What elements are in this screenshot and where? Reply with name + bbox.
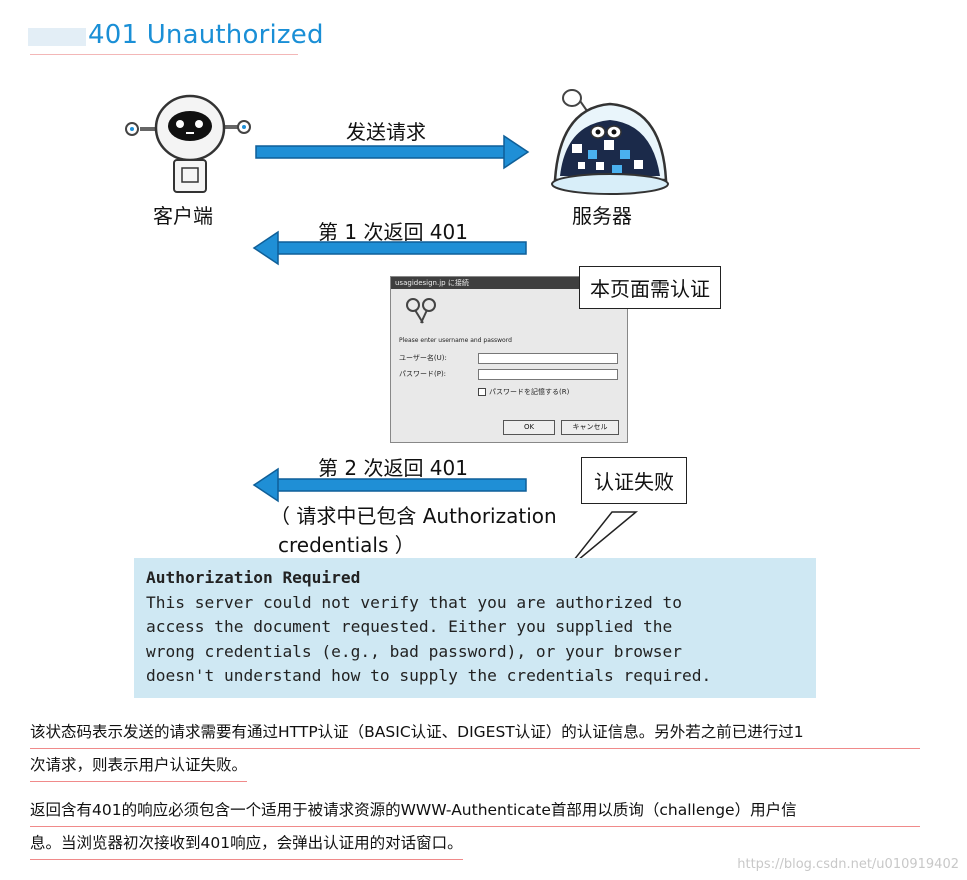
second-return-note-line2: credentials ） <box>278 533 415 557</box>
paragraph-2: 返回含有401的响应必须包含一个适用于被请求资源的WWW-Authenticat… <box>30 794 920 860</box>
keys-icon <box>406 298 436 324</box>
paragraph-1-line-1: 该状态码表示发送的请求需要有通过HTTP认证（BASIC认证、DIGEST认证）… <box>30 716 920 749</box>
remember-checkbox[interactable]: パスワードを記憶する(R) <box>478 387 569 397</box>
paragraph-2-line-1: 返回含有401的响应必须包含一个适用于被请求资源的WWW-Authenticat… <box>30 794 920 827</box>
dialog-titlebar: usagidesign.jp に接続 <box>391 277 627 289</box>
password-field[interactable] <box>478 369 618 380</box>
callout-auth-failed: 认证失败 <box>581 457 687 504</box>
send-request-arrow <box>255 134 530 170</box>
paragraph-1-line-2: 次请求，则表示用户认证失败。 <box>30 749 248 782</box>
response-line-2: access the document requested. Either yo… <box>146 617 673 636</box>
response-line-4: doesn't understand how to supply the cre… <box>146 666 712 685</box>
server-label: 服务器 <box>572 204 632 228</box>
callout-auth-required: 本页面需认证 <box>579 266 721 309</box>
diagram <box>125 89 669 560</box>
dialog-prompt: Please enter username and password <box>399 337 512 344</box>
second-return-arrow <box>252 467 527 503</box>
page-title: 401 Unauthorized <box>88 20 324 50</box>
second-return-note-line1: （ 请求中已包含 Authorization <box>270 504 557 528</box>
client-label: 客户端 <box>153 204 213 228</box>
response-line-1: This server could not verify that you ar… <box>146 592 683 612</box>
response-heading: Authorization Required <box>146 568 361 587</box>
login-dialog: usagidesign.jp に接続 Please enter username… <box>390 276 628 443</box>
cancel-button[interactable]: キャンセル <box>561 420 619 435</box>
username-field[interactable] <box>478 353 618 364</box>
checkbox-icon[interactable] <box>478 388 486 396</box>
paragraph-1: 该状态码表示发送的请求需要有通过HTTP认证（BASIC认证、DIGEST认证）… <box>30 716 920 782</box>
paragraph-2-line-2: 息。当浏览器初次接收到401响应，会弹出认证用的对话窗口。 <box>30 827 463 860</box>
callout-fail-pointer <box>572 511 639 560</box>
response-line-3: wrong credentials (e.g., bad password), … <box>146 641 683 661</box>
title-redaction <box>28 28 86 46</box>
second-return-label: 第 2 次返回 401 <box>318 456 468 480</box>
client-robot-icon <box>125 94 251 193</box>
server-robot-icon <box>551 89 669 195</box>
send-request-label: 发送请求 <box>346 120 426 144</box>
server-response-box: Authorization Required This server could… <box>134 558 816 698</box>
username-label: ユーザー名(U): <box>399 354 447 362</box>
title-underline <box>30 54 298 55</box>
watermark: https://blog.csdn.net/u010919402 <box>737 857 959 872</box>
first-return-label: 第 1 次返回 401 <box>318 220 468 244</box>
first-return-arrow <box>252 230 527 266</box>
ok-button[interactable]: OK <box>503 420 555 435</box>
password-label: パスワード(P): <box>399 370 447 378</box>
